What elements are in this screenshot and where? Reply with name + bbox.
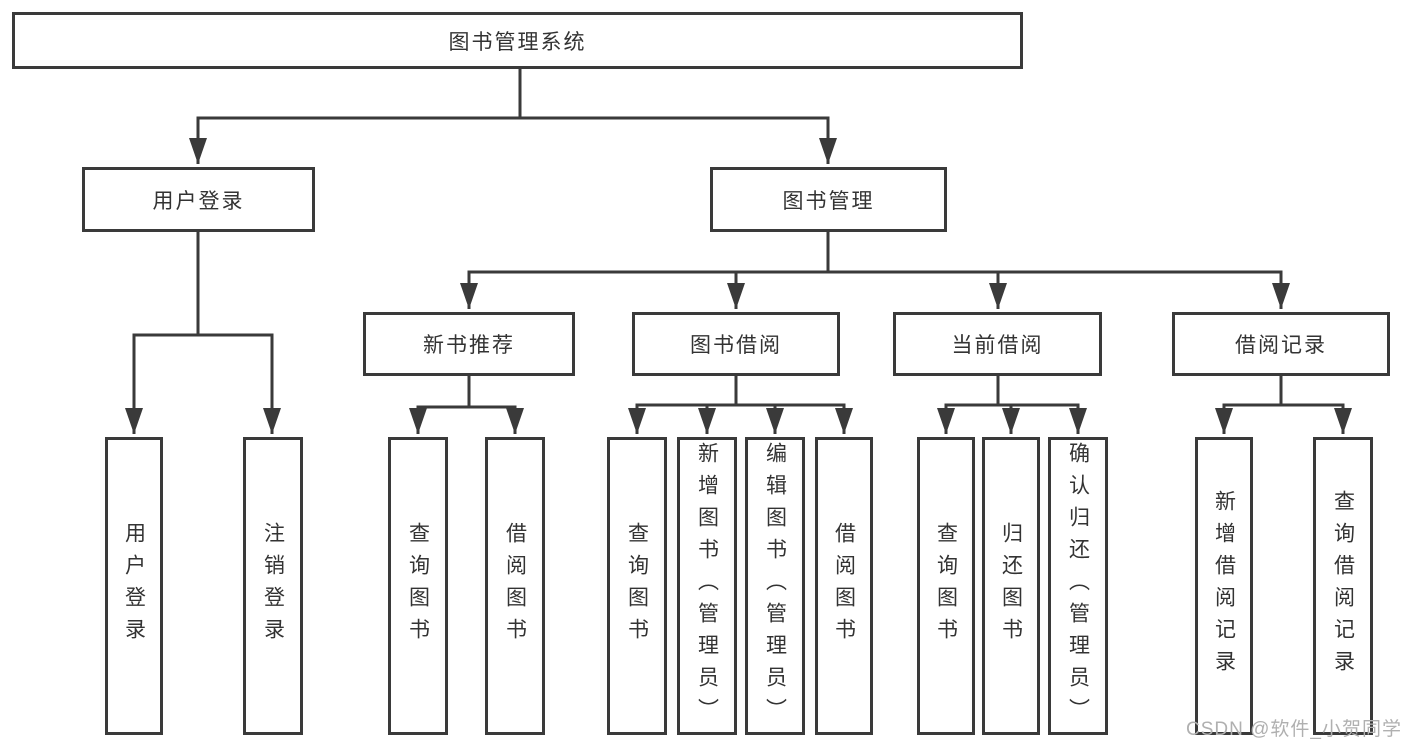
leaf-logout: 注销登录: [243, 437, 303, 735]
node-user-login: 用户登录: [82, 167, 315, 232]
node-new-book-recommend: 新书推荐: [363, 312, 575, 376]
leaf-query-books-borrowing: 查询图书: [607, 437, 667, 735]
leaf-return-books: 归还图书: [982, 437, 1040, 735]
leaf-user-login: 用户登录: [105, 437, 163, 735]
leaf-query-books-current: 查询图书: [917, 437, 975, 735]
node-current-borrowing: 当前借阅: [893, 312, 1102, 376]
leaf-add-books-admin: 新增图书（管理员）: [677, 437, 737, 735]
leaf-confirm-return-admin: 确认归还（管理员）: [1048, 437, 1108, 735]
leaf-borrow-books-borrowing: 借阅图书: [815, 437, 873, 735]
node-book-management-system: 图书管理系统: [12, 12, 1023, 69]
node-borrowing-records: 借阅记录: [1172, 312, 1390, 376]
node-book-borrowing: 图书借阅: [632, 312, 840, 376]
leaf-borrow-books-recommend: 借阅图书: [485, 437, 545, 735]
leaf-query-books-recommend: 查询图书: [388, 437, 448, 735]
leaf-add-borrow-record: 新增借阅记录: [1195, 437, 1253, 735]
watermark-text: CSDN @软件_小贺同学: [1186, 719, 1402, 740]
node-book-management: 图书管理: [710, 167, 947, 232]
leaf-query-borrow-record: 查询借阅记录: [1313, 437, 1373, 735]
leaf-edit-books-admin: 编辑图书（管理员）: [745, 437, 805, 735]
